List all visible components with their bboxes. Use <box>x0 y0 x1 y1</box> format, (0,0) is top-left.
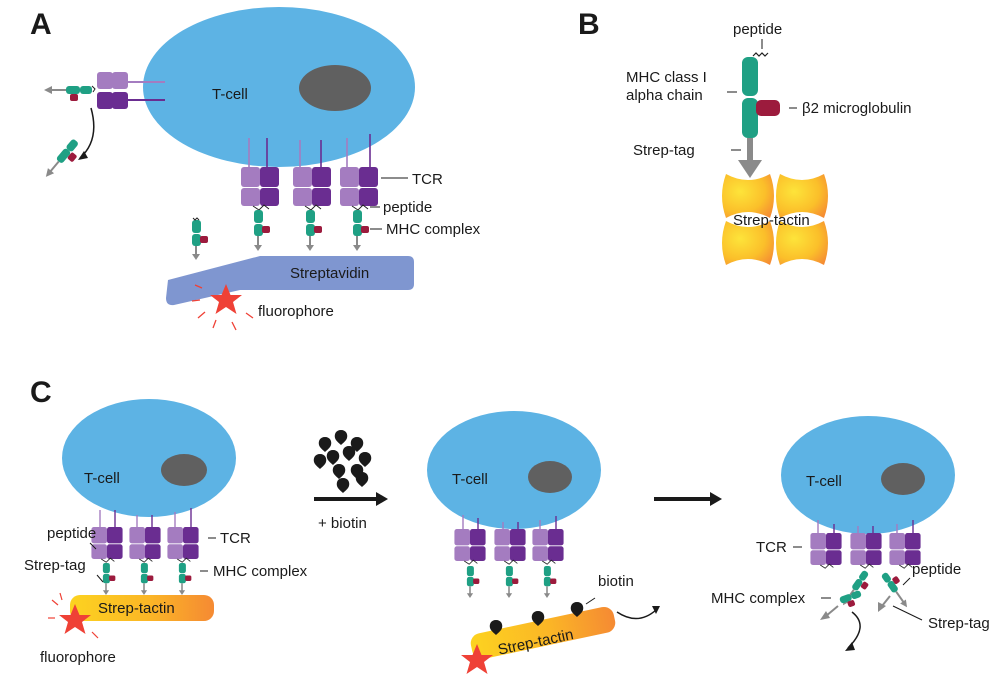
b2m-label: β2 microglobulin <box>802 100 912 117</box>
panel-b: B peptide MHC class I alpha chain β2 mic… <box>578 8 912 265</box>
nucleus-c2 <box>528 461 572 493</box>
streptavidin-backbone <box>166 256 414 306</box>
side-tcr <box>97 72 165 109</box>
strep-tag-label-b: Strep-tag <box>633 142 695 159</box>
mhc-c1-3 <box>178 562 193 596</box>
nucleus-c3 <box>881 463 925 495</box>
fluorophore-label-c1: fluorophore <box>40 649 116 666</box>
tcr-c2-3 <box>532 528 564 565</box>
fluorophore-a <box>191 284 254 331</box>
panel-a-letter: A <box>30 8 52 41</box>
t-cell-label-c1: T-cell <box>84 470 120 487</box>
tcr-c1-3 <box>167 526 199 563</box>
mhc-label-a: MHC complex <box>386 221 481 238</box>
mhc-a-3 <box>352 209 370 252</box>
biotin-label-c2: biotin <box>598 573 634 590</box>
tcr-a-1 <box>240 166 280 211</box>
t-cell-body <box>143 7 415 167</box>
mhc-c1-2 <box>140 562 155 596</box>
peptide-label-c3: peptide <box>912 561 961 578</box>
strep-tactin-label-b: Strep-tactin <box>733 212 810 229</box>
mhc-label-c3: MHC complex <box>711 590 806 607</box>
curved-arrow-c2 <box>616 609 657 620</box>
biotin-cluster <box>313 430 372 493</box>
tcr-a-2 <box>292 166 332 211</box>
strep-tactin-c1 <box>70 595 214 621</box>
fluorophore-c1 <box>48 592 99 639</box>
t-cell-label: T-cell <box>212 86 248 103</box>
tcr-c3-1 <box>810 532 842 569</box>
alpha-chain-bottom <box>742 98 758 138</box>
curved-arrow-a <box>79 107 95 159</box>
mhc-free-a <box>45 139 78 177</box>
mhc-a-unbound <box>191 217 209 261</box>
panel-c: C T-cell Strep-tactin <box>24 376 990 674</box>
nucleus <box>299 65 371 111</box>
strep-tactin-c2 <box>470 606 616 660</box>
tcr-label-c1: TCR <box>220 530 251 547</box>
mhc-a-1 <box>253 209 271 252</box>
tcr-label-c3: TCR <box>756 539 787 556</box>
mhc-c2-3 <box>543 565 558 599</box>
panel-c-letter: C <box>30 376 52 409</box>
tcr-c2-2 <box>494 528 526 565</box>
panel-c-stage-3: T-cell TCR <box>711 416 990 651</box>
t-cell-label-c2: T-cell <box>452 471 488 488</box>
mhc-c3-2 <box>881 572 908 608</box>
panel-a: A T-cell <box>30 7 481 331</box>
tcr-c1-2 <box>129 526 161 563</box>
streptavidin-label: Streptavidin <box>290 265 369 282</box>
panel-c-stage-1: T-cell Strep-tactin <box>24 399 308 666</box>
alpha-chain-label-1: MHC class I <box>626 69 707 86</box>
tcr-c3-2 <box>850 532 882 569</box>
mhc-a-2 <box>305 209 323 252</box>
peptide-b <box>752 52 769 57</box>
strep-tag-label-c1: Strep-tag <box>24 557 86 574</box>
panel-c-stage-2: T-cell Strep-tactin bio <box>427 411 660 674</box>
plus-biotin-label: + biotin <box>318 515 367 532</box>
curved-arrow-c3 <box>847 611 861 649</box>
t-cell-body-c1 <box>62 399 236 517</box>
t-cell-body-c3 <box>781 416 955 534</box>
mhc-c1-1 <box>102 562 117 596</box>
tcr-c2-1 <box>454 528 486 565</box>
peptide-label-b: peptide <box>733 21 782 38</box>
mhc-c3-1 <box>842 570 869 606</box>
alpha-chain-label-2: alpha chain <box>626 87 703 104</box>
t-cell-label-c3: T-cell <box>806 473 842 490</box>
strep-tag-label-c3: Strep-tag <box>928 615 990 632</box>
tcr-label-a: TCR <box>412 171 443 188</box>
panel-b-letter: B <box>578 8 600 41</box>
peptide-label-a: peptide <box>383 199 432 216</box>
fluorophore-label-a: fluorophore <box>258 303 334 320</box>
tcr-a-3 <box>339 166 379 211</box>
mhc-label-c1: MHC complex <box>213 563 308 580</box>
t-cell-body-c2 <box>427 411 601 529</box>
tcr-stalks-a <box>248 134 371 168</box>
mhc-c2-2 <box>505 565 520 599</box>
mhc-c3-3 <box>839 590 862 607</box>
mhc-c2-1 <box>466 565 481 599</box>
alpha-chain-top <box>742 57 758 96</box>
b2m-domain <box>756 100 780 116</box>
strep-tactin-label-c1: Strep-tactin <box>98 600 175 617</box>
mhc-detaching <box>44 85 96 101</box>
peptide-label-c1: peptide <box>47 525 96 542</box>
nucleus-c1 <box>161 454 207 486</box>
